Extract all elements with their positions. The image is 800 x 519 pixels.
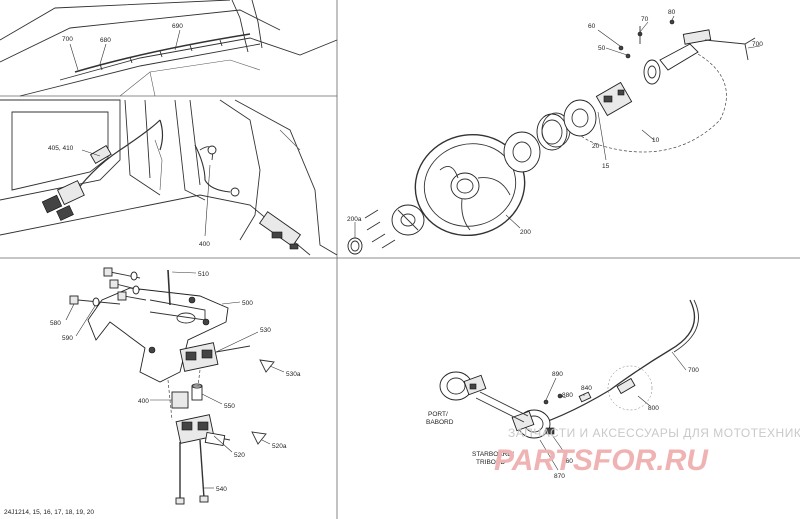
callout-700-cable: 700 xyxy=(688,367,699,374)
callout-700-wheel: 700 xyxy=(752,41,763,48)
bracket-lower-right xyxy=(258,211,302,250)
callout-520: 520 xyxy=(234,452,245,459)
callout-50: 50 xyxy=(598,45,606,52)
callout-540: 540 xyxy=(216,486,227,493)
callout-10: 10 xyxy=(652,137,660,144)
watermark: ЗАПЧАСТИ И АКСЕССУАРЫ ДЛЯ МОТОТЕХНИКИ PA… xyxy=(494,426,800,477)
label-starboard: STARBOARD/ xyxy=(472,451,514,458)
callout-520a: 520a xyxy=(272,443,287,450)
block-400 xyxy=(171,391,189,409)
callout-400-bot: 400 xyxy=(138,398,149,405)
small-hardware xyxy=(618,19,675,59)
callout-690: 690 xyxy=(172,23,183,30)
callout-405-410: 405, 410 xyxy=(48,145,74,152)
panel-hull-cable-run: 690 700 680 xyxy=(0,0,338,97)
hub-assembly xyxy=(503,99,597,173)
callout-530: 530 xyxy=(260,327,271,334)
support-plate-500 xyxy=(87,287,229,383)
watermark-brand: PARTSFOR.RU xyxy=(494,444,709,477)
panel-interior-compartment: 405, 410 400 xyxy=(0,99,338,256)
callout-870: 870 xyxy=(554,473,565,480)
callout-20: 20 xyxy=(592,143,600,150)
label-port: PORT/ xyxy=(428,411,448,418)
clip-400 xyxy=(207,145,240,197)
callout-530a: 530a xyxy=(286,371,301,378)
connector-405-410 xyxy=(41,145,112,221)
callout-860: 860 xyxy=(562,458,573,465)
bolt-540-b xyxy=(199,439,205,499)
clip-520a xyxy=(251,431,267,445)
detail-circle-800 xyxy=(607,365,653,411)
panel-cable-routing: 700 800 890 880 840 860 870 PORT/ BABORD… xyxy=(426,299,699,480)
washer-200a xyxy=(347,237,363,255)
callout-680: 680 xyxy=(100,37,111,44)
callout-890: 890 xyxy=(552,371,563,378)
control-unit-520 xyxy=(175,414,231,447)
callout-200a: 200a xyxy=(347,216,362,223)
callout-800: 800 xyxy=(648,405,659,412)
callout-400-mid: 400 xyxy=(199,241,210,248)
callout-80: 80 xyxy=(668,9,676,16)
callout-15: 15 xyxy=(602,163,610,170)
helm-shaft xyxy=(659,29,756,71)
label-tribord: TRIBORD xyxy=(476,459,506,466)
callout-70: 70 xyxy=(641,16,649,23)
clip-530a xyxy=(259,359,275,373)
cable-10 xyxy=(579,53,727,153)
callout-700-top: 700 xyxy=(62,36,73,43)
panel-control-bracket: 510 500 580 590 530 530a 400 550 520a 52… xyxy=(50,267,301,505)
control-unit-530 xyxy=(179,342,251,372)
callout-60: 60 xyxy=(588,23,596,30)
callout-500: 500 xyxy=(242,300,253,307)
callout-590: 590 xyxy=(62,335,73,342)
callout-510: 510 xyxy=(198,271,209,278)
screws-200 xyxy=(364,209,396,249)
label-babord: BABORD xyxy=(426,419,454,426)
cable-clips xyxy=(99,39,223,71)
drawing-reference: 24J1214, 15, 16, 17, 18, 19, 20 xyxy=(4,509,94,516)
panel-steering-wheel: 60 70 80 50 700 10 15 20 200 200a xyxy=(347,9,763,255)
watermark-text: ЗАПЧАСТИ И АКСЕССУАРЫ ДЛЯ МОТОТЕХНИКИ xyxy=(508,426,800,440)
callout-840: 840 xyxy=(581,385,592,392)
washers-590 xyxy=(92,271,140,307)
spacer-550 xyxy=(191,385,203,401)
starboard-unit xyxy=(511,409,555,439)
callout-200: 200 xyxy=(520,229,531,236)
callout-550: 550 xyxy=(224,403,235,410)
rod-510 xyxy=(167,269,171,306)
cable-700 xyxy=(519,299,696,431)
port-unit xyxy=(439,371,487,401)
callout-880: 880 xyxy=(562,392,573,399)
helm-unit-15 xyxy=(595,59,661,117)
steering-wheel-200 xyxy=(414,133,526,237)
callout-580: 580 xyxy=(50,320,61,327)
cable-690 xyxy=(74,33,251,73)
wheel-adapter xyxy=(391,204,425,236)
